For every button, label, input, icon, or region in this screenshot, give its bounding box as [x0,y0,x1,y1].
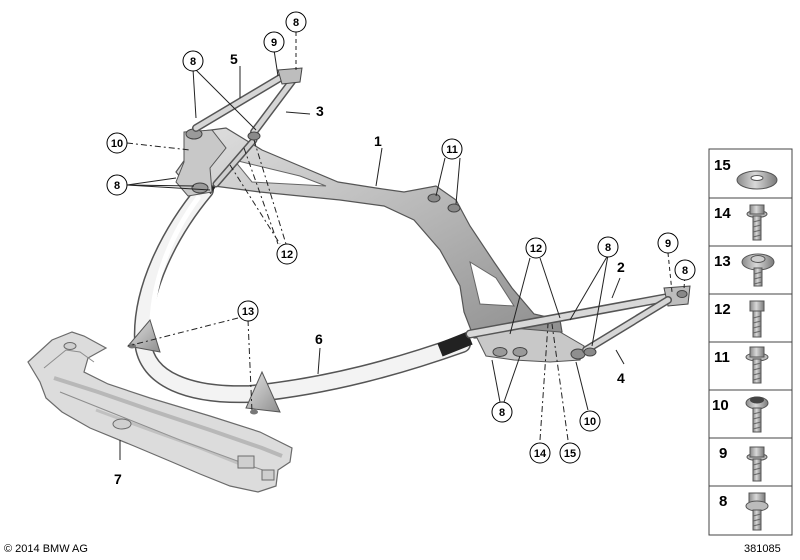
fastener-legend: 15 14 13 [708,148,793,536]
callout-label: 14 [534,448,547,460]
callout-8-upper-left: 8 [182,50,204,72]
legend-row-12: 12 [714,300,765,338]
callout-8-right-mid: 8 [597,236,619,258]
callout-14: 14 [529,442,551,464]
part-label-7: 7 [114,471,122,487]
callout-8-top: 8 [285,11,307,33]
callout-8-bottom: 8 [491,401,513,423]
part-label-1: 1 [374,133,382,149]
callout-label: 8 [293,17,299,29]
callout-13: 13 [237,300,259,322]
collar-bolt-icon [745,492,769,531]
callout-12-right: 12 [525,237,547,259]
flange-bolt-icon [746,204,768,241]
torx-bolt-icon [745,396,769,433]
callout-label: 8 [190,56,196,68]
legend-label: 10 [712,397,729,414]
copyright-text: © 2014 BMW AG [4,543,88,555]
callout-label: 10 [111,138,123,150]
hex-bolt-icon [749,300,765,338]
callout-label: 9 [271,37,277,49]
callout-10-right: 10 [579,410,601,432]
upper-strut-part-3 [212,67,303,188]
legend-row-9: 9 [719,445,768,482]
callout-10-left: 10 [106,132,128,154]
callout-label: 9 [665,238,671,250]
callout-label: 12 [281,249,293,261]
callout-8-left: 8 [106,174,128,196]
legend-label: 9 [719,445,727,462]
part-label-5: 5 [230,51,238,67]
flange-bolt-icon [745,346,769,384]
part-labels: 1 2 3 4 5 6 7 [114,51,625,487]
leader-lines [119,32,686,460]
legend-row-10: 10 [712,396,769,433]
callout-label: 12 [530,243,542,255]
legend-label: 14 [714,205,731,222]
legend-row-8: 8 [719,492,769,531]
part-label-6: 6 [315,331,323,347]
callout-label: 13 [242,306,254,318]
main-frame-part-1 [175,127,586,363]
callout-label: 8 [682,265,688,277]
legend-row-15: 15 [714,157,778,190]
callouts: 8 9 8 10 8 12 11 13 [106,11,696,464]
callout-15: 15 [559,442,581,464]
callout-12-left: 12 [276,243,298,265]
legend-row-14: 14 [714,204,768,241]
callout-label: 10 [584,416,596,428]
callout-9-right: 9 [657,232,679,254]
part-label-2: 2 [617,259,625,275]
bumper-carrier-part-7 [27,331,293,493]
image-number-text: 381085 [744,543,781,555]
legend-label: 15 [714,157,731,174]
legend-row-13: 13 [714,253,775,287]
callout-label: 15 [564,448,576,460]
flange-bolt-icon [746,446,768,482]
legend-label: 8 [719,493,727,510]
upper-strut-part-5 [192,74,284,132]
callout-8-right: 8 [674,259,696,281]
legend-row-11: 11 [714,346,769,384]
part-label-4: 4 [617,370,625,386]
curved-tube-part-6 [127,175,473,415]
right-strut-part-4 [582,296,672,357]
callout-11: 11 [441,138,463,160]
legend-label: 11 [714,349,730,366]
legend-label: 13 [714,253,731,270]
callout-label: 8 [499,407,505,419]
callout-label: 8 [114,180,120,192]
part-label-3: 3 [316,103,324,119]
legend-label: 12 [714,301,731,318]
callout-9-top: 9 [263,31,285,53]
callout-label: 8 [605,242,611,254]
washer-icon [736,170,778,190]
collar-bolt-icon [741,253,775,287]
callout-label: 11 [446,144,458,156]
